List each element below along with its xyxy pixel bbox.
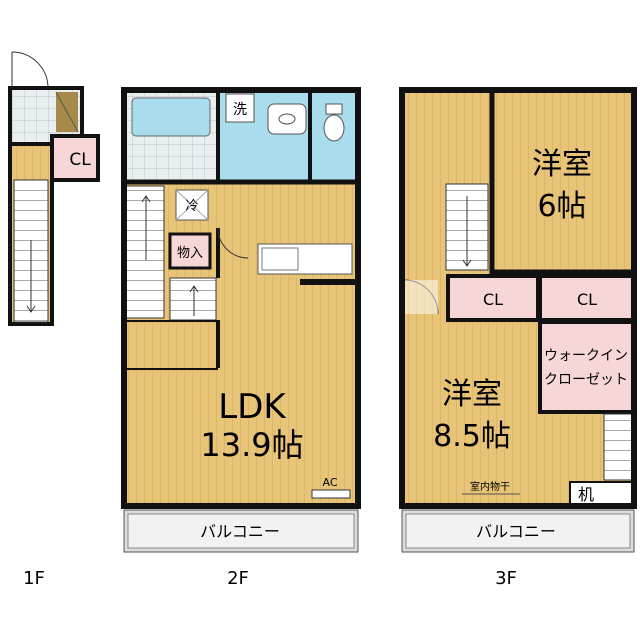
closet-1f-label: CL	[69, 150, 91, 170]
floor-2f-label: 2F	[227, 568, 249, 589]
bathtub	[131, 97, 211, 137]
floor-2f-walls	[121, 87, 361, 509]
walk-in-closet	[538, 320, 636, 414]
walkin-label-1: ウォークイン	[544, 348, 628, 364]
floor-3f: CL CL ウォークイン クローゼット 机 室内物干 洋室 6帖 洋室 8.5帖…	[399, 87, 637, 589]
room-b-size: 8.5帖	[433, 419, 511, 454]
storage-2f	[168, 232, 212, 270]
storage-label: 物入	[177, 246, 203, 261]
fridge-label: 冷	[185, 199, 198, 214]
indoor-dry-label: 室内物干	[470, 480, 510, 493]
walkin-label-2: クローゼット	[544, 372, 628, 388]
room-b-name: 洋室	[442, 377, 502, 412]
ac-unit	[311, 489, 351, 499]
closet-3f-a-label: CL	[483, 290, 503, 309]
washer-space	[225, 93, 255, 123]
sink-icon	[261, 247, 299, 271]
desk-label: 机	[578, 485, 594, 504]
ldk-size: 13.9帖	[200, 426, 303, 464]
floor-2f: 洗 冷 物入 A	[121, 87, 361, 589]
toilet-icon	[323, 114, 345, 142]
shelf-3f	[603, 413, 635, 481]
washbasin-icon	[267, 103, 307, 135]
ac-label: AC	[322, 476, 337, 489]
room-a-name: 洋室	[532, 147, 592, 182]
entry-door-swing	[11, 51, 49, 89]
washer-label: 洗	[233, 102, 247, 118]
floor-1f-label: 1F	[23, 568, 45, 589]
floor-3f-walls	[399, 87, 637, 509]
balcony-3f-label: バルコニー	[476, 522, 556, 541]
closet-3f-b-label: CL	[577, 290, 597, 309]
stairs-2f-lower	[169, 277, 217, 321]
ldk-name: LDK	[218, 387, 287, 427]
balcony-2f-label: バルコニー	[200, 522, 280, 541]
floor-1f: CL 1F	[8, 51, 100, 589]
floor-3f-label: 3F	[495, 568, 517, 589]
closet-3f-a	[446, 274, 540, 322]
room-a-size: 6帖	[537, 189, 586, 224]
stairs-2f	[123, 185, 165, 319]
closet-1f	[50, 134, 100, 182]
